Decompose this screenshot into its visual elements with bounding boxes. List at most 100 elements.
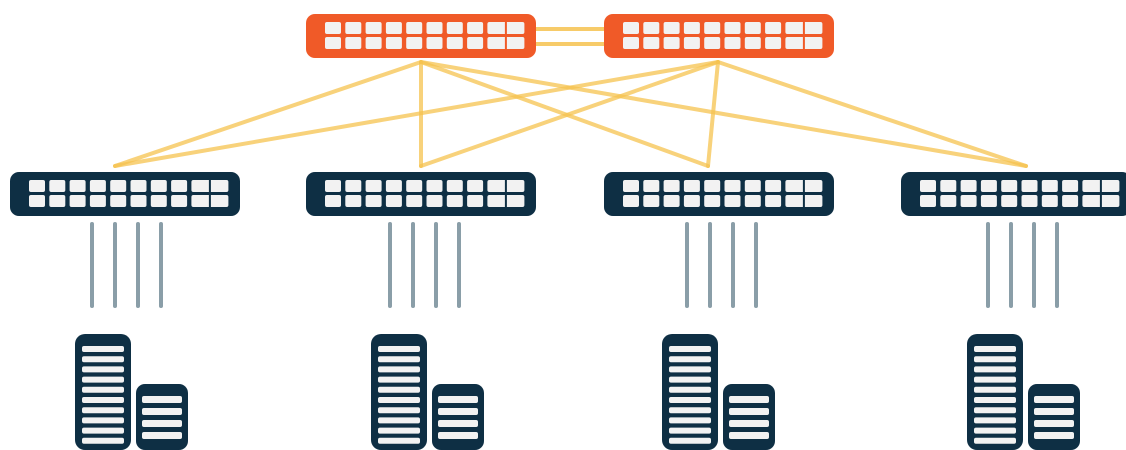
server-short-body: [136, 384, 188, 450]
switch-port: [110, 195, 127, 207]
server-drive-bay: [669, 366, 711, 373]
server-links-layer: [90, 222, 1059, 308]
server-drive-bay: [974, 386, 1016, 393]
switch-port: [365, 195, 382, 207]
switch-port: [940, 195, 957, 207]
servers-2-server-rack: [371, 334, 484, 450]
server-drive-bay: [1034, 396, 1074, 403]
server-drive-bay: [438, 432, 478, 439]
switch-port: [704, 22, 721, 34]
switch-port: [744, 195, 761, 207]
server-drive-bay: [669, 427, 711, 434]
switch-port: [623, 22, 639, 34]
server-drive-bay: [974, 376, 1016, 383]
switch-port: [765, 22, 782, 34]
server-drive-bay: [378, 397, 420, 403]
switch-port: [765, 37, 782, 49]
switch-port: [663, 37, 680, 49]
server-drive-bay: [82, 346, 124, 352]
switch-port: [130, 180, 147, 192]
switch-port: [663, 195, 680, 207]
server-drive-bay: [1034, 408, 1074, 415]
server-drive-bay: [378, 407, 420, 414]
server-drive-bay: [82, 356, 124, 363]
switch-port: [345, 195, 362, 207]
server-drive-bay: [974, 366, 1016, 373]
switch-port: [724, 180, 741, 192]
switch-port: [980, 195, 997, 207]
uplink-spine-1-leaf-4: [419, 60, 1028, 168]
switch-port: [765, 195, 782, 207]
switch-port: [683, 37, 700, 49]
server-drive-bay: [378, 437, 420, 444]
switch-port: [406, 180, 423, 192]
server-drive-bay: [378, 366, 420, 373]
switch-port: [29, 180, 45, 192]
switch-port: [623, 195, 639, 207]
switch-body: [604, 172, 834, 216]
switch-port: [365, 37, 382, 49]
switch-port: [150, 180, 167, 192]
switch-port: [724, 22, 741, 34]
switch-port: [345, 37, 362, 49]
switch-port: [643, 180, 660, 192]
switch-port: [1041, 195, 1058, 207]
server-short-body: [1028, 384, 1080, 450]
server-drive-bay: [669, 376, 711, 383]
uplink-spine-2-leaf-2: [419, 60, 720, 168]
switch-body: [604, 14, 834, 58]
switch-port: [385, 180, 402, 192]
switch-port: [49, 195, 66, 207]
server-drive-bay: [974, 437, 1016, 444]
server-drive-bay: [1034, 432, 1074, 439]
server-drive-bay: [378, 356, 420, 363]
servers-4-server-rack: [967, 334, 1080, 450]
server-drive-bay: [142, 408, 182, 415]
spine-2-switch: [604, 14, 834, 58]
switch-port: [643, 37, 660, 49]
switch-port: [1021, 195, 1038, 207]
server-drive-bay: [974, 427, 1016, 434]
switches-layer: [10, 14, 1126, 216]
switch-port: [171, 195, 188, 207]
server-drive-bay: [974, 346, 1016, 352]
switch-port: [426, 37, 443, 49]
switch-port: [663, 180, 680, 192]
switch-port: [1041, 180, 1058, 192]
switch-port: [345, 180, 362, 192]
server-short-body: [723, 384, 775, 450]
spine-1-switch: [306, 14, 536, 58]
uplink-spine-2-leaf-1: [113, 60, 720, 168]
servers-layer: [75, 334, 1080, 450]
switch-port: [1001, 195, 1018, 207]
switch-port: [744, 37, 761, 49]
server-drive-bay: [378, 346, 420, 352]
server-drive-bay: [438, 420, 478, 427]
switch-port: [683, 22, 700, 34]
switch-port: [663, 22, 680, 34]
switch-port: [406, 37, 423, 49]
switch-port: [385, 195, 402, 207]
switch-port: [683, 195, 700, 207]
server-drive-bay: [378, 386, 420, 393]
switch-port: [446, 180, 463, 192]
switch-port: [1021, 180, 1038, 192]
switch-port: [744, 180, 761, 192]
switch-port: [325, 37, 341, 49]
switch-port: [980, 180, 997, 192]
switch-port: [1062, 195, 1079, 207]
server-drive-bay: [974, 407, 1016, 414]
switch-port: [325, 195, 341, 207]
switch-port: [49, 180, 66, 192]
switch-port: [643, 22, 660, 34]
switch-body: [306, 172, 536, 216]
server-drive-bay: [669, 417, 711, 424]
switch-port: [623, 37, 639, 49]
switch-port: [365, 180, 382, 192]
switch-port: [704, 37, 721, 49]
server-drive-bay: [729, 420, 769, 427]
servers-1-server-rack: [75, 334, 188, 450]
switch-port: [150, 195, 167, 207]
switch-port: [69, 180, 86, 192]
